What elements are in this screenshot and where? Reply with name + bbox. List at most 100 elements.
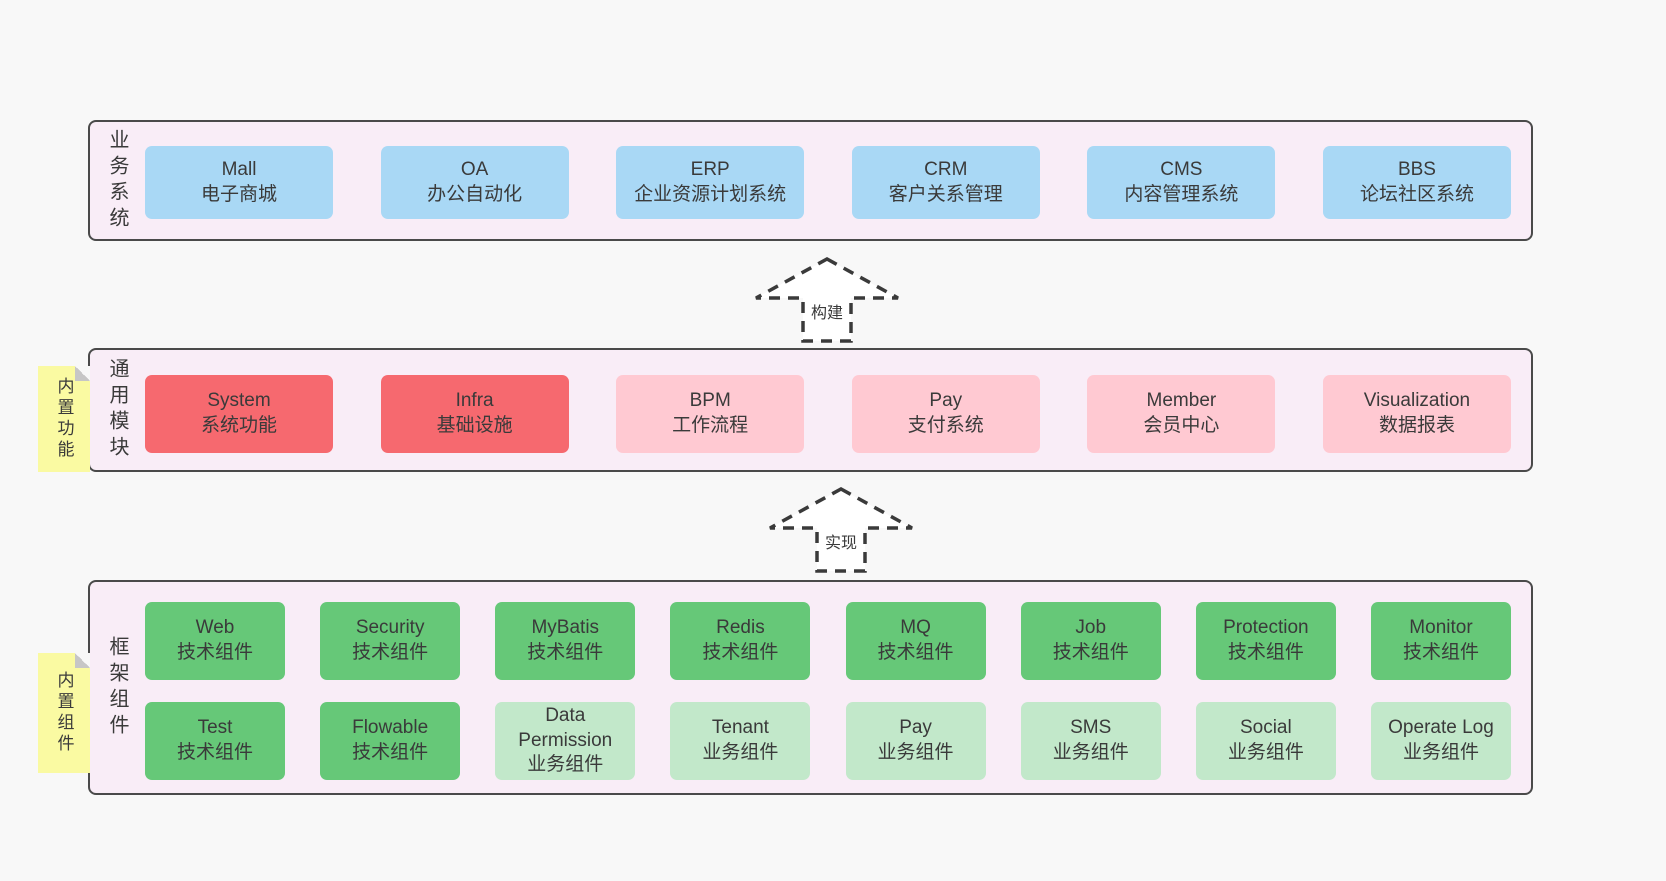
box-bpm: BPM 工作流程 [616,375,805,453]
framework-components-row-1: Web 技术组件 Security 技术组件 MyBatis 技术组件 Redi… [145,602,1511,680]
box-protection: Protection 技术组件 [1195,602,1336,680]
framework-components-row-2: Test 技术组件 Flowable 技术组件 Data Permission … [145,702,1511,780]
box-cms: CMS 内容管理系统 [1087,146,1276,219]
box-sms: SMS 业务组件 [1020,702,1161,780]
box-title: Pay [929,390,963,412]
box-pay-component: Pay 业务组件 [845,702,986,780]
box-web: Web 技术组件 [145,602,285,680]
box-subtitle: 企业资源计划系统 [634,183,787,205]
box-data-permission: Data Permission 业务组件 [495,702,636,780]
box-job: Job 技术组件 [1020,602,1161,680]
box-subtitle: 技术组件 [1227,642,1304,663]
box-system: System 系统功能 [145,375,333,453]
box-subtitle: 电子商城 [200,183,277,205]
build-arrow-label: 构建 [806,298,848,326]
box-subtitle: 客户关系管理 [888,183,1003,205]
box-subtitle: 业务组件 [702,742,779,763]
common-modules-layer-label: 通用模块 [106,358,128,462]
box-bbs: BBS 论坛社区系统 [1322,146,1511,219]
box-subtitle: 业务组件 [527,754,604,776]
box-subtitle: 技术组件 [352,742,429,763]
sticky-note-builtin-features: 内置功能 [38,366,90,472]
box-title: Job [1075,617,1107,639]
box-subtitle: 支付系统 [907,415,984,436]
sticky-fold-corner [75,366,90,381]
box-crm: CRM 客户关系管理 [851,146,1040,219]
box-subtitle: 工作流程 [672,415,749,436]
box-title: Tenant [711,717,769,739]
sticky-note-text: 内置功能 [54,377,74,461]
box-title: CRM [924,158,968,180]
box-title: Protection [1223,617,1309,639]
sticky-fold-corner [75,653,90,668]
business-systems-layer-label: 业务系统 [106,128,128,233]
business-systems-layer: 业务系统 Mall 电子商城 OA 办公自动化 ERP 企业资源计划系统 CRM… [88,120,1533,241]
sticky-note-builtin-components: 内置组件 [38,653,90,773]
box-title: OA [460,158,489,180]
box-subtitle: 技术组件 [702,642,779,663]
box-mybatis: MyBatis 技术组件 [495,602,636,680]
box-subtitle: 业务组件 [1227,742,1304,763]
box-title: System [207,390,271,412]
box-title: Data Permission [518,704,613,751]
box-subtitle: 技术组件 [1052,642,1129,663]
box-operate-log: Operate Log 业务组件 [1370,702,1511,780]
framework-components-layer-label: 框架组件 [106,635,128,740]
box-member: Member 会员中心 [1087,375,1276,453]
box-title: MQ [900,617,931,639]
box-security: Security 技术组件 [320,602,461,680]
box-subtitle: 数据报表 [1378,415,1455,436]
box-title: SMS [1070,717,1112,739]
box-mq: MQ 技术组件 [845,602,986,680]
box-subtitle: 系统功能 [200,415,277,436]
implement-arrow: 实现 [766,486,916,574]
box-tenant: Tenant 业务组件 [670,702,811,780]
box-visualization: Visualization 数据报表 [1322,375,1511,453]
box-monitor: Monitor 技术组件 [1370,602,1511,680]
box-subtitle: 业务组件 [1052,742,1129,763]
box-subtitle: 基础设施 [436,415,513,436]
common-modules-row: System 系统功能 Infra 基础设施 BPM 工作流程 Pay 支付系统… [145,375,1511,453]
box-mall: Mall 电子商城 [145,146,333,219]
box-title: Social [1239,717,1292,739]
box-subtitle: 技术组件 [352,642,429,663]
build-arrow: 构建 [752,256,902,344]
box-title: Operate Log [1388,717,1494,739]
box-title: BPM [689,390,731,412]
box-title: BBS [1397,158,1436,180]
box-erp: ERP 企业资源计划系统 [616,146,805,219]
box-title: Redis [716,617,765,639]
box-oa: OA 办公自动化 [380,146,569,219]
box-subtitle: 办公自动化 [427,183,523,205]
box-title: CMS [1160,158,1203,180]
sticky-note-text: 内置组件 [54,671,74,755]
box-subtitle: 技术组件 [176,742,253,763]
box-title: Infra [455,390,494,412]
box-subtitle: 技术组件 [877,642,954,663]
box-subtitle: 业务组件 [1402,742,1479,763]
box-subtitle: 技术组件 [1402,642,1479,663]
box-subtitle: 论坛社区系统 [1359,183,1474,205]
box-title: MyBatis [531,617,600,639]
box-flowable: Flowable 技术组件 [320,702,461,780]
common-modules-layer: 通用模块 System 系统功能 Infra 基础设施 BPM 工作流程 Pay… [88,348,1533,472]
box-title: Test [197,717,233,739]
box-pay-module: Pay 支付系统 [851,375,1040,453]
box-subtitle: 会员中心 [1143,415,1220,436]
box-title: Member [1146,390,1217,412]
business-systems-row: Mall 电子商城 OA 办公自动化 ERP 企业资源计划系统 CRM 客户关系… [145,146,1511,219]
box-subtitle: 业务组件 [877,742,954,763]
box-subtitle: 技术组件 [527,642,604,663]
framework-components-layer: 框架组件 Web 技术组件 Security 技术组件 MyBatis 技术组件… [88,580,1533,795]
box-title: ERP [690,158,730,180]
box-social: Social 业务组件 [1195,702,1336,780]
box-title: Visualization [1363,390,1471,412]
box-subtitle: 技术组件 [176,642,253,663]
box-title: Security [355,617,425,639]
implement-arrow-label: 实现 [820,528,862,556]
box-infra: Infra 基础设施 [380,375,569,453]
box-subtitle: 内容管理系统 [1124,183,1239,205]
box-redis: Redis 技术组件 [670,602,811,680]
box-title: Mall [221,158,257,180]
box-title: Monitor [1409,617,1473,639]
